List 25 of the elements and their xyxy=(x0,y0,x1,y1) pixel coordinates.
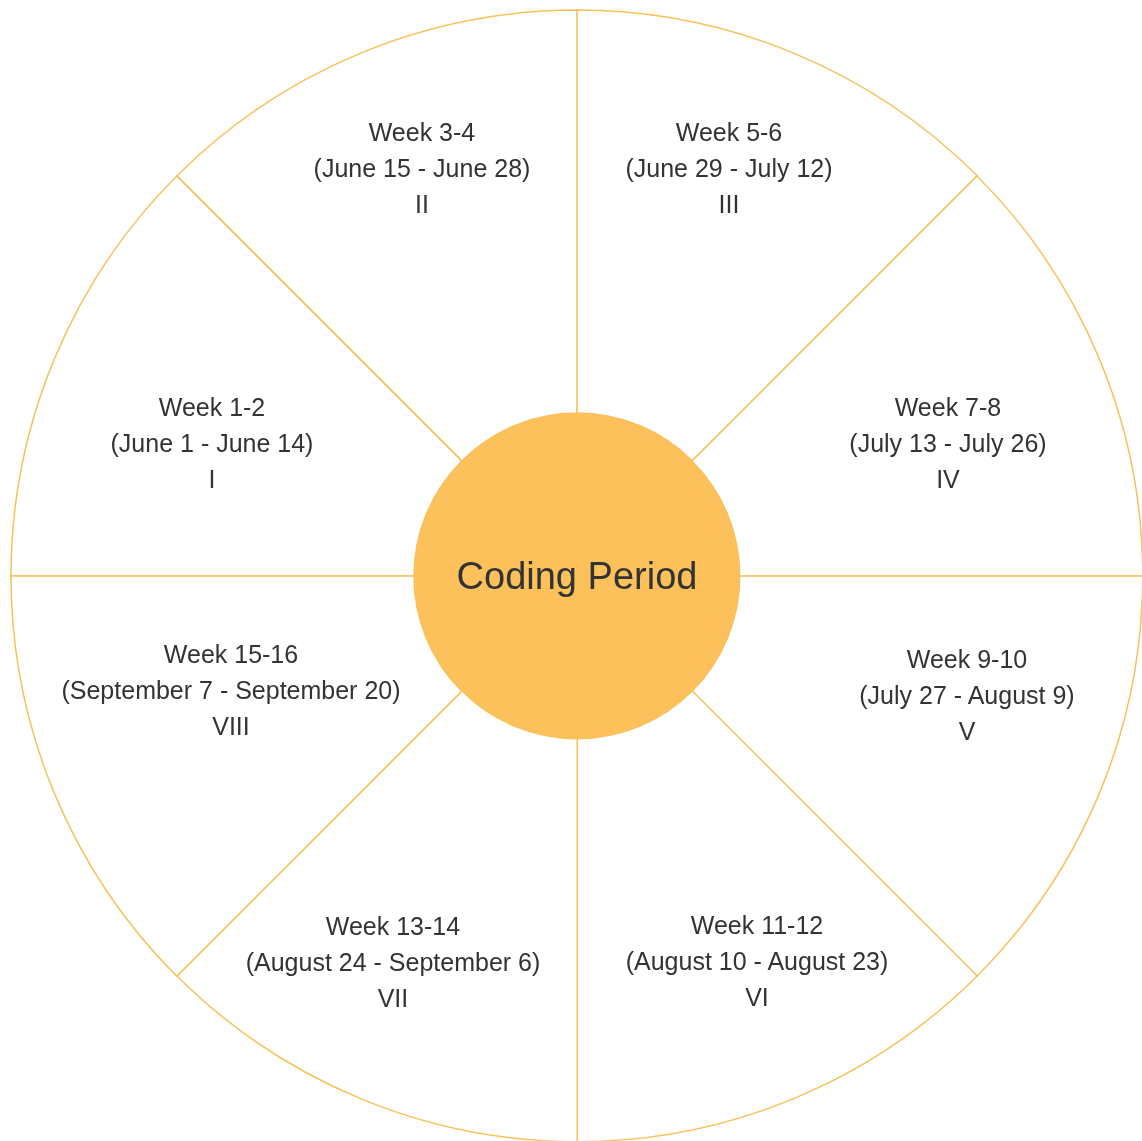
week-label: Week 5-6 xyxy=(675,117,783,147)
date-range: (June 29 - July 12) xyxy=(625,153,833,183)
date-range: (July 13 - July 26) xyxy=(849,428,1047,458)
date-range: (June 1 - June 14) xyxy=(110,428,314,458)
roman-numeral: VIII xyxy=(212,711,250,741)
date-range: (August 24 - September 6) xyxy=(245,947,541,977)
date-range: (June 15 - June 28) xyxy=(313,153,531,183)
week-label: Week 7-8 xyxy=(894,392,1002,422)
roman-numeral: VII xyxy=(377,983,409,1013)
week-label: Week 9-10 xyxy=(906,644,1028,674)
date-range: (September 7 - September 20) xyxy=(61,675,401,705)
week-label: Week 1-2 xyxy=(158,392,266,422)
roman-numeral: II xyxy=(415,189,429,219)
week-label: Week 13-14 xyxy=(325,911,461,941)
week-label: Week 3-4 xyxy=(368,117,476,147)
week-label: Week 11-12 xyxy=(690,910,824,940)
center-label: Coding Period xyxy=(456,554,698,598)
roman-numeral: VI xyxy=(745,982,769,1012)
roman-numeral: V xyxy=(958,716,976,746)
date-range: (August 10 - August 23) xyxy=(625,946,889,976)
week-label: Week 15-16 xyxy=(163,639,299,669)
roman-numeral: IV xyxy=(936,464,960,494)
date-range: (July 27 - August 9) xyxy=(859,680,1075,710)
roman-numeral: I xyxy=(208,464,216,494)
roman-numeral: III xyxy=(718,189,740,219)
